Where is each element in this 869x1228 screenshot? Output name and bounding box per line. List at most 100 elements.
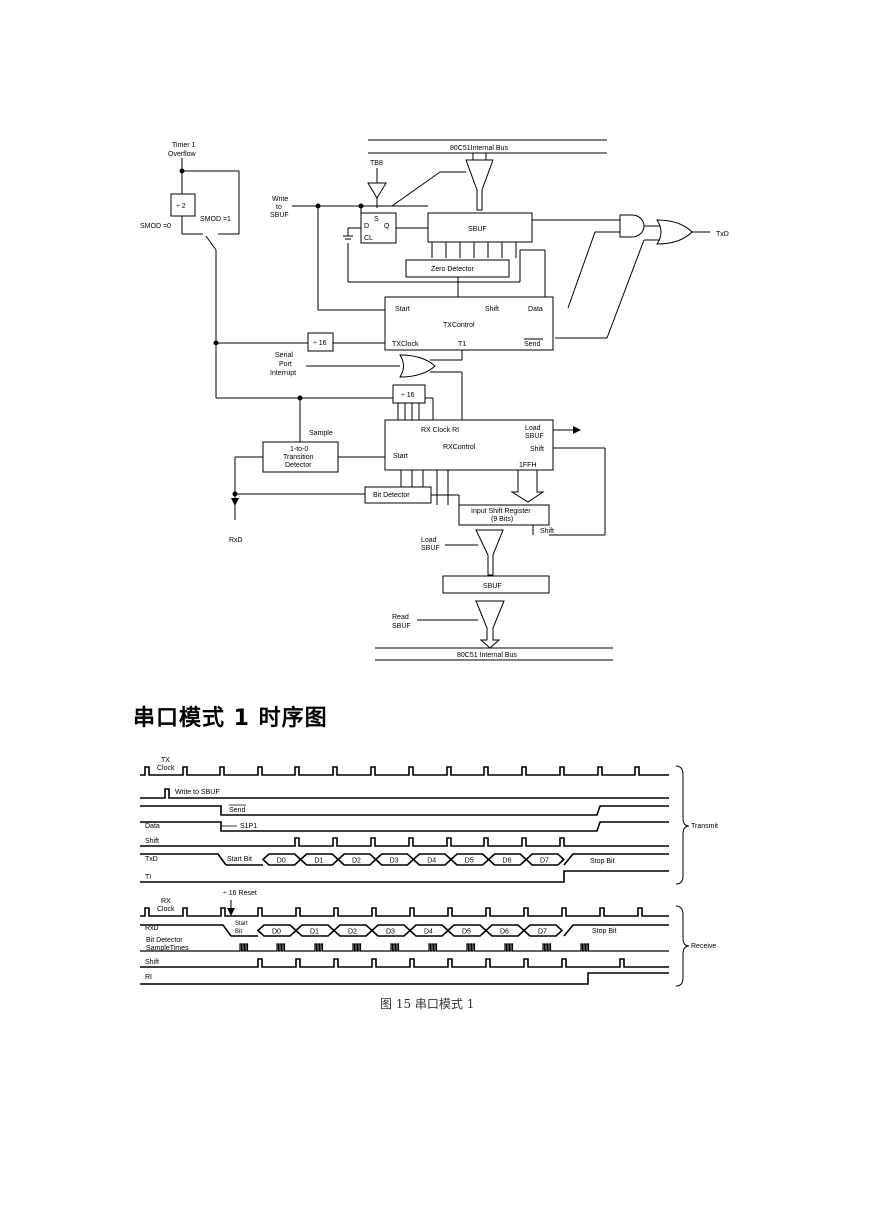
- rx-control-label: RXControl: [443, 444, 476, 451]
- rx-start-label: Start: [393, 453, 408, 460]
- txd-label: TxD: [716, 231, 729, 238]
- tx-data-label: Data: [528, 306, 543, 313]
- rxd-data-bits: D0 D1 D2 D3 D4 D5 D6 D7: [231, 924, 564, 937]
- ff-s-label: S: [374, 216, 379, 223]
- data-bit-label: D2: [352, 858, 361, 865]
- bus-top-label: 80C51Internal Bus: [450, 145, 508, 152]
- bus-to-sbuf-arrow: [465, 159, 494, 211]
- rx-start-bit-label: Start Bit: [235, 921, 249, 935]
- tx-clock-label: TX Clock: [157, 757, 175, 772]
- smod1-label: SMOD =1: [200, 216, 231, 223]
- smod0-label: SMOD =0: [140, 223, 171, 230]
- sample-label: Sample: [309, 430, 333, 437]
- pulse-train: [140, 958, 669, 968]
- serial-port-interrupt-label: Serial Port Interrupt: [270, 352, 296, 377]
- txd-label: TxD: [145, 856, 158, 863]
- shift-waveform: [140, 837, 669, 847]
- data-bit-label: D6: [500, 929, 509, 936]
- data-bit-label: D5: [465, 858, 474, 865]
- write-sbuf-label: Write to SBUF: [270, 196, 290, 219]
- block-diagram: 80C51Internal Bus Timer 1 Overflow ÷ 2 S…: [140, 139, 729, 661]
- write-sbuf-waveform: [140, 788, 669, 799]
- rx-clock-label: RX Clock: [157, 898, 175, 913]
- smod-switch: [205, 235, 217, 251]
- isr-shift-label: Shift: [540, 528, 554, 535]
- data-label: Data: [145, 823, 160, 830]
- transmit-label: Transmit: [691, 823, 718, 830]
- zero-detector-label: Zero Detector: [431, 266, 474, 273]
- data-bit-label: D2: [348, 929, 357, 936]
- data-bit-label: D0: [277, 858, 286, 865]
- div2-box: [170, 193, 196, 217]
- data-bit-label: D1: [314, 858, 323, 865]
- ff-q-label: Q: [384, 223, 390, 230]
- sbuf-to-bus-arrow: [475, 600, 505, 649]
- transition-detector-label: 1-to-0 Transition Detector: [283, 446, 315, 469]
- isr-to-sbuf-arrow: [475, 529, 504, 576]
- data-bit-label: D1: [310, 929, 319, 936]
- write-sbuf-label: Write to SBUF: [175, 789, 220, 796]
- rx-shift-waveform: [140, 958, 669, 968]
- rx-clock-waveform: [140, 907, 669, 917]
- transmit-brace: [675, 765, 690, 885]
- start-bit-label: Start Bit: [227, 856, 252, 863]
- ti-label: TI: [145, 874, 151, 881]
- load-sbuf-label: Load SBUF: [421, 537, 440, 552]
- txd-idle: [140, 853, 227, 866]
- sbuf-rx-label: SBUF: [483, 583, 502, 590]
- or-gate: [656, 219, 693, 245]
- data-bit-label: D6: [502, 858, 511, 865]
- tb8-buffer: [367, 182, 387, 199]
- sbuf-tx-label: SBUF: [468, 226, 487, 233]
- tx-clock-waveform: [140, 766, 669, 776]
- rx-load-sbuf-label: Load SBUF: [525, 425, 544, 440]
- send-waveform: [140, 805, 669, 816]
- data-bit-cell: [525, 853, 565, 866]
- tb8-label: TB8: [370, 160, 383, 167]
- data-bit-label: D4: [424, 929, 433, 936]
- ri-label: RI: [145, 974, 152, 981]
- stop-bit-label: Stop Bit: [590, 858, 615, 865]
- bus-bottom-label: 80C51 Internal Bus: [457, 652, 517, 659]
- rx-shift-label: Shift: [145, 959, 159, 966]
- sample-pulses: [140, 943, 669, 952]
- div16-reset-label: ÷ 16 Reset: [223, 890, 257, 897]
- read-sbuf-label: Read SBUF: [392, 614, 411, 630]
- tx-clock-label: TXClock: [392, 341, 419, 348]
- sbuf-rx-box: [442, 575, 550, 594]
- data-bit-label: D5: [462, 929, 471, 936]
- data-bit-label: D7: [538, 929, 547, 936]
- ri-waveform: [140, 972, 669, 985]
- ff-d-label: D: [364, 223, 369, 230]
- tx-control-box: [384, 296, 554, 351]
- rx-to-isr-arrow: [510, 470, 545, 503]
- receive-label: Receive: [691, 943, 716, 950]
- pulse-train: [140, 907, 669, 917]
- rx-1ffh-label: 1FFH: [519, 462, 537, 469]
- tx-shift-label: Shift: [485, 306, 499, 313]
- ff-cl-label: CL: [364, 235, 373, 242]
- div16-rx-label: ÷ 16: [401, 392, 415, 399]
- figure-caption: 图 15 串口模式 1: [380, 997, 475, 1011]
- and-gate: [619, 214, 645, 238]
- timing-diagram: TX Clock Write to SBUF Send Data S1P1 Sh…: [140, 757, 718, 987]
- data-bit-label: D3: [390, 858, 399, 865]
- data-bit-label: D3: [386, 929, 395, 936]
- pulse-train: [140, 766, 669, 776]
- data-bit-label: D0: [272, 929, 281, 936]
- ti-waveform: [140, 870, 669, 883]
- rx-stop-bit-label: Stop Bit: [592, 928, 617, 935]
- tx-t1-label: T1: [458, 341, 466, 348]
- data-bit-label: D7: [540, 858, 549, 865]
- input-shift-register-box: [458, 504, 550, 526]
- sample-times-waveform: [140, 943, 669, 952]
- shift-label: Shift: [145, 838, 159, 845]
- section-heading: 串口模式 1 时序图: [133, 706, 328, 731]
- bit-detector-label: Bit Detector: [373, 492, 410, 499]
- s1p1-label: S1P1: [240, 823, 257, 830]
- tx-control-label: TXControl: [443, 322, 475, 329]
- rx-clock-ri-label: RX Clock RI: [421, 427, 459, 434]
- receive-brace: [675, 905, 690, 987]
